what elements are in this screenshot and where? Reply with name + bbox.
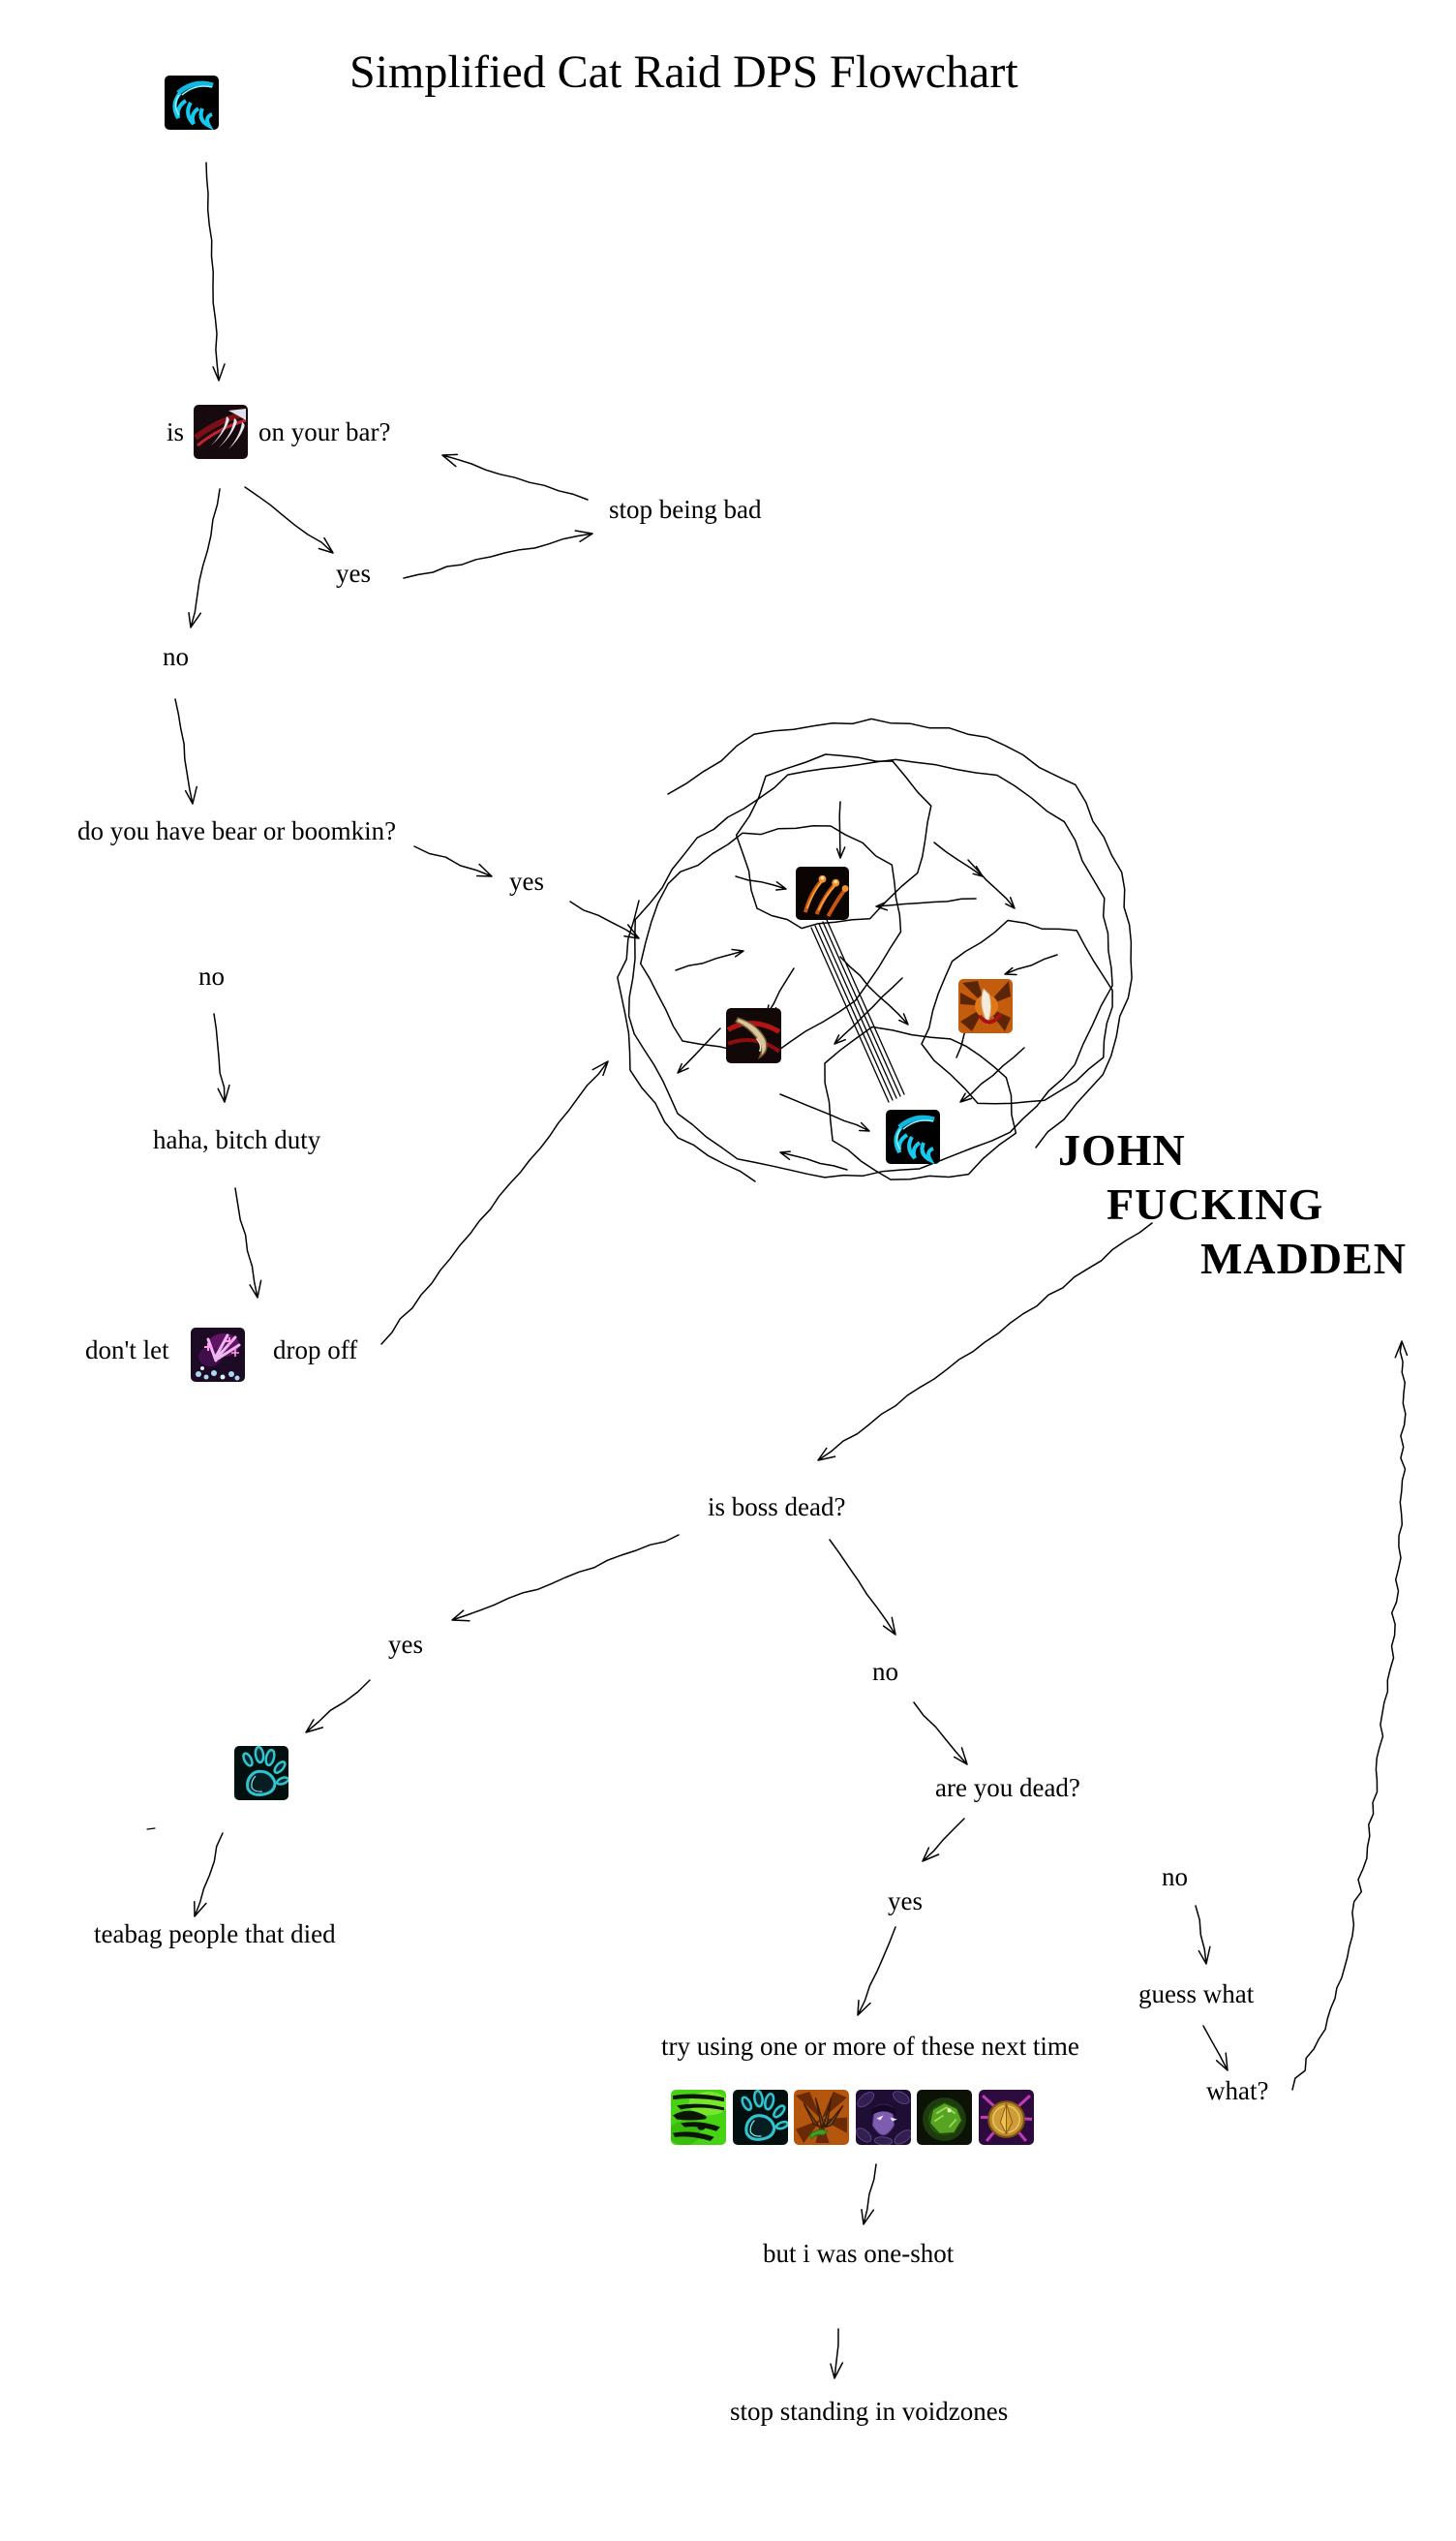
rotation-scribble-bundle-2 <box>814 925 894 1101</box>
arrow-bear-question-to-yes <box>413 845 493 877</box>
arrow-icons-to-one-shot <box>861 2163 877 2225</box>
rotation-scribble-arrow-10 <box>1004 954 1058 976</box>
arrow-start-to-question <box>205 162 226 382</box>
rotation-scribble-bundle-5 <box>826 919 905 1095</box>
label-bitch-duty: haha, bitch duty <box>153 1125 321 1154</box>
arrow-no-to-are-you-dead <box>913 1701 968 1765</box>
madden-line-2: FUCKING <box>1107 1179 1324 1229</box>
dash-icon-row <box>733 2090 788 2145</box>
arrow-dash-to-teabag <box>194 1832 224 1917</box>
rotation-scribble-arrow-1 <box>735 875 787 891</box>
mangle-icon <box>165 76 219 130</box>
label-what: what? <box>1206 2076 1269 2105</box>
label-yes-3: yes <box>388 1630 423 1659</box>
arrow-one-shot-to-voidzones <box>830 2328 844 2379</box>
arrow-yes-to-stop-being-bad <box>403 530 593 579</box>
rotation-scribble-arrow-9 <box>779 1093 870 1132</box>
madden-line-3: MADDEN <box>1200 1234 1407 1283</box>
label-drop-off: drop off <box>273 1335 358 1364</box>
label-stop-being-bad: stop being bad <box>609 495 762 524</box>
rotation-scribble-loop-1 <box>627 758 1113 1179</box>
rotation-scribble-arrow-13 <box>967 859 1016 909</box>
question-are-you-dead: are you dead? <box>935 1773 1080 1802</box>
question-is-boss-dead: is boss dead? <box>708 1492 846 1521</box>
rotation-scribble-arrow-6 <box>959 1047 1025 1103</box>
label-dont-let: don't let <box>85 1335 169 1364</box>
question-on-your-bar-prefix: is <box>167 417 185 446</box>
rotation-scribble-arrow-3 <box>839 956 909 1026</box>
label-voidzones: stop standing in voidzones <box>730 2397 1009 2426</box>
label-no-4: no <box>1162 1862 1188 1891</box>
arrow-boss-dead-to-no <box>829 1539 896 1636</box>
label-yes-4: yes <box>888 1886 923 1915</box>
arrow-boss-dead-to-yes <box>451 1534 680 1622</box>
madden-line-1: JOHN <box>1058 1125 1186 1175</box>
arrow-no-to-bear-question <box>174 698 197 805</box>
tigers-fury-icon <box>671 2090 726 2145</box>
page-title: Simplified Cat Raid DPS Flowchart <box>349 46 1018 98</box>
label-teabag: teabag people that died <box>94 1919 336 1948</box>
label-yes-2: yes <box>509 867 544 896</box>
rotation-scribble-loop-6 <box>667 718 1133 1148</box>
rotation-scribble-arrow-7 <box>835 801 846 859</box>
arrow-yes-to-try <box>857 1926 896 2016</box>
rotation-scribble-arrow-14 <box>677 1027 721 1074</box>
shadowmeld-icon <box>856 2090 911 2145</box>
label-one-shot: but i was one-shot <box>763 2239 955 2268</box>
arrow-stop-being-bad-to-question <box>441 453 589 501</box>
dash-icon <box>234 1746 288 1800</box>
label-no-1: no <box>163 642 189 671</box>
faerie-fire-icon <box>191 1328 245 1382</box>
arrow-no-to-bitch-duty <box>213 1013 230 1103</box>
label-no-3: no <box>872 1657 898 1686</box>
label-try-these: try using one or more of these next time <box>661 2032 1079 2061</box>
arrow-guess-what-to-what <box>1202 2025 1228 2071</box>
arrow-are-you-dead-to-yes <box>922 1818 965 1862</box>
arrow-yes-to-rotation <box>569 901 640 939</box>
rotation-scribble-arrow-2 <box>875 898 977 911</box>
rotation-scribble-arrow-16 <box>933 842 984 877</box>
arrow-question-to-yes <box>244 486 334 554</box>
arrow-faerie-to-rotation <box>380 1060 609 1345</box>
rotation-scribble-bundle-3 <box>818 923 897 1099</box>
rotation-scribble-bundle-1 <box>810 927 890 1103</box>
shred-icon <box>194 405 248 459</box>
label-yes-1: yes <box>336 559 371 588</box>
label-no-2: no <box>198 962 225 991</box>
rotation-scribble-loop-4 <box>921 919 1113 1105</box>
ferocious-bite-icon <box>958 979 1013 1033</box>
arrow-yes-to-dash <box>305 1679 371 1733</box>
question-bear-or-boomkin: do you have bear or boomkin? <box>77 816 397 845</box>
arrow-question-to-no <box>188 488 221 628</box>
arrow-no-to-guess-what <box>1195 1905 1211 1965</box>
rotation-scribble-arrow-15 <box>779 1150 848 1171</box>
rotation-scribble-arrow-4 <box>834 977 903 1045</box>
rotation-scribble-bundle-4 <box>822 921 901 1097</box>
rake-icon <box>796 867 849 920</box>
arrow-what-to-madden <box>1291 1340 1409 2091</box>
label-guess-what: guess what <box>1138 1979 1255 2008</box>
rotation-scribble-arrow-5 <box>675 948 744 971</box>
stray-mark <box>146 1827 156 1830</box>
barkskin-icon <box>794 2090 849 2145</box>
arrow-bitch-duty-to-faerie <box>234 1187 262 1299</box>
healthstone-icon <box>917 2090 972 2145</box>
question-on-your-bar-suffix: on your bar? <box>258 417 391 446</box>
rip-icon <box>726 1008 781 1063</box>
arrow-madden-to-boss-dead <box>817 1222 1153 1461</box>
mangle-icon-rotation <box>886 1110 940 1164</box>
prayer-icon <box>979 2090 1034 2145</box>
